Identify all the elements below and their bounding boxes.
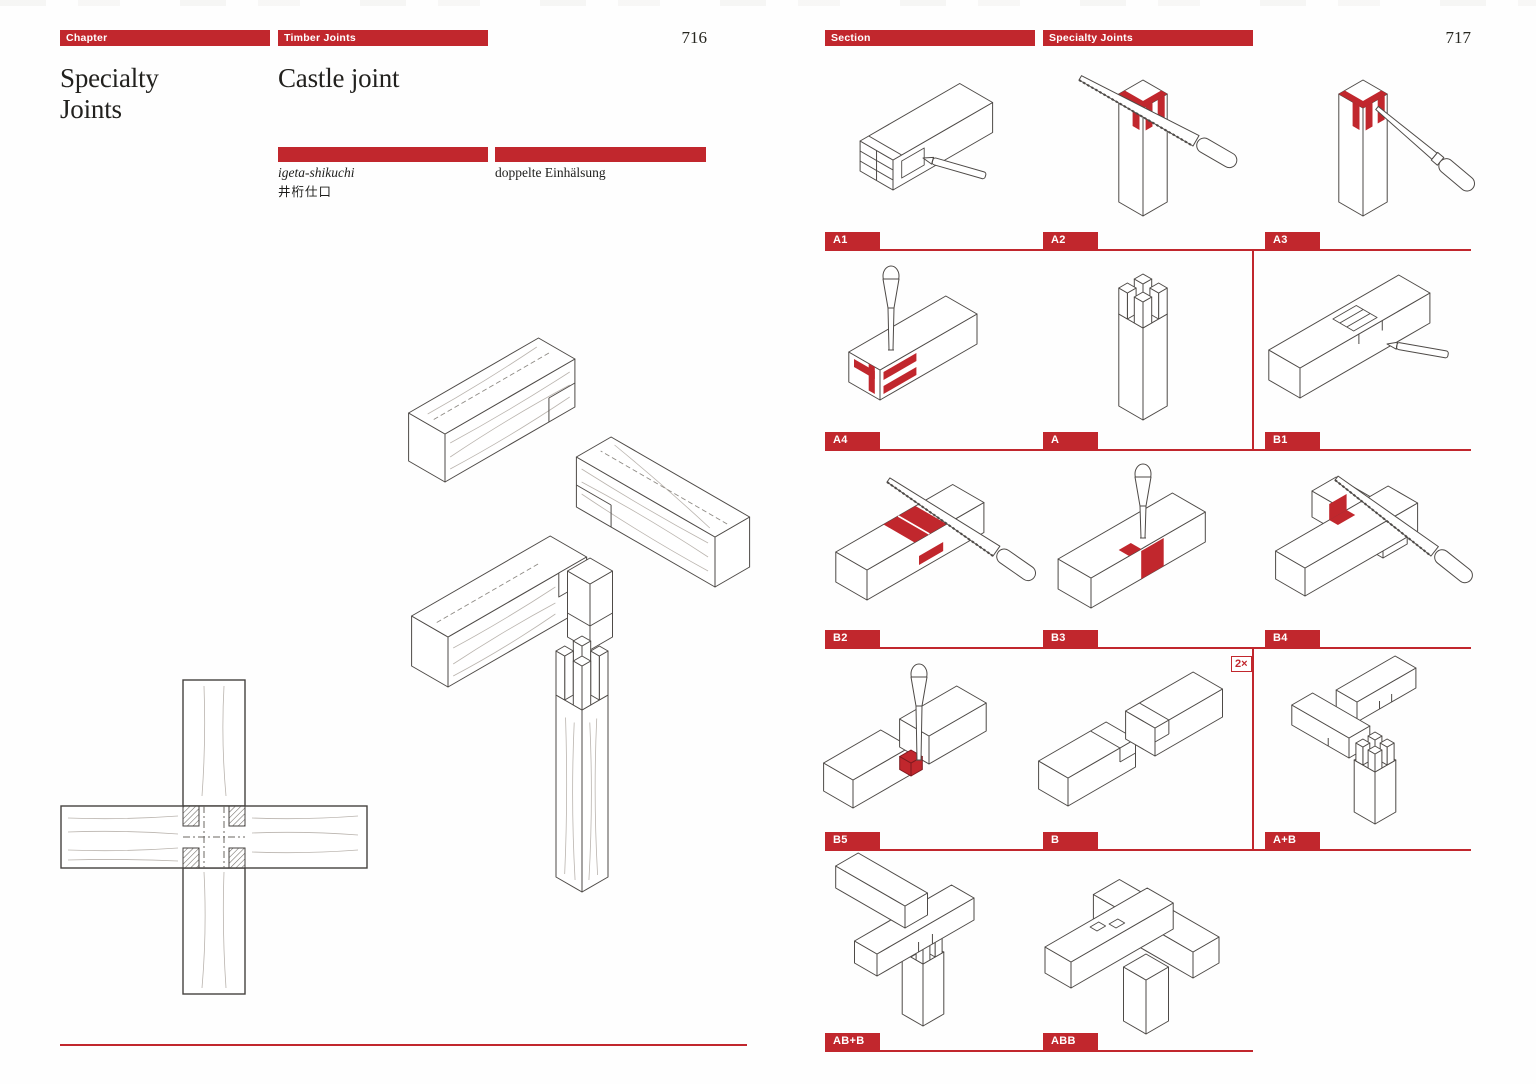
step-label-abb: ABB [1043,1033,1098,1050]
illustration-step-a-plus-b [1291,655,1417,825]
context-tab-bar-left: Timber Joints [278,30,488,46]
step-label-ab-plus-b: AB+B [825,1033,880,1050]
illustration-step-b4 [1275,475,1473,597]
page-number-left: 716 [681,28,708,47]
chapter-title: Specialty Joints [60,63,159,124]
step-label-a4: A4 [825,432,880,449]
grid-divider-a-b [1252,250,1254,449]
page-number-right: 717 [1445,28,1472,47]
step-label-a2: A2 [1043,232,1098,249]
illustration-step-b3 [1057,463,1206,609]
illustration-step-b1 [1268,274,1449,399]
grid-rule-row5 [825,1050,1253,1052]
page-top-artifact [0,0,1536,6]
step-label-a-plus-b: A+B [1265,832,1320,849]
illustration-step-b5 [823,663,987,809]
illustration-step-a3 [1338,79,1476,217]
grid-rule-row1 [825,249,1471,251]
chapter-tab-bar: Chapter [60,30,270,46]
grid-divider-b-assembly [1252,648,1254,849]
exploded-isometric-drawing [408,337,751,893]
illustration-step-b2 [835,477,1037,601]
illustration-step-a [1118,273,1168,421]
chapter-tab-label: Chapter [66,32,108,44]
illustration-step-abb [1044,879,1220,1035]
context-tab-bar-right: Specialty Joints [1043,30,1253,46]
caption-bar-japanese [278,147,488,162]
illustration-step-a1 [859,83,994,191]
step-label-b4: B4 [1265,630,1320,647]
illustration-step-ab-plus-b [835,852,975,1027]
illustration-step-b [1038,671,1223,807]
step-label-b1: B1 [1265,432,1320,449]
plan-view-drawing [60,679,368,995]
step-label-b3: B3 [1043,630,1098,647]
step-label-b5: B5 [825,832,880,849]
quantity-badge: 2× [1231,656,1252,672]
joint-name-romaji: igeta-shikuchi [278,165,355,180]
footer-rule-left [60,1044,747,1046]
illustration-step-a2 [1078,75,1238,217]
joint-title: Castle joint [278,63,400,93]
caption-bar-german [495,147,706,162]
grid-rule-row4 [825,849,1471,851]
step-label-b: B [1043,832,1098,849]
context-tab-label-left: Timber Joints [284,32,356,44]
grid-rule-row3 [825,647,1471,649]
grid-rule-row2 [825,449,1471,451]
step-label-a1: A1 [825,232,880,249]
context-tab-label-right: Specialty Joints [1049,32,1133,44]
section-tab-label: Section [831,32,871,44]
joint-name-japanese: 井桁仕口 [278,185,333,199]
step-label-a: A [1043,432,1098,449]
illustration-step-a4 [848,265,978,401]
joint-name-german: doppelte Einhälsung [495,165,606,180]
section-tab-bar: Section [825,30,1035,46]
step-label-b2: B2 [825,630,880,647]
step-label-a3: A3 [1265,232,1320,249]
